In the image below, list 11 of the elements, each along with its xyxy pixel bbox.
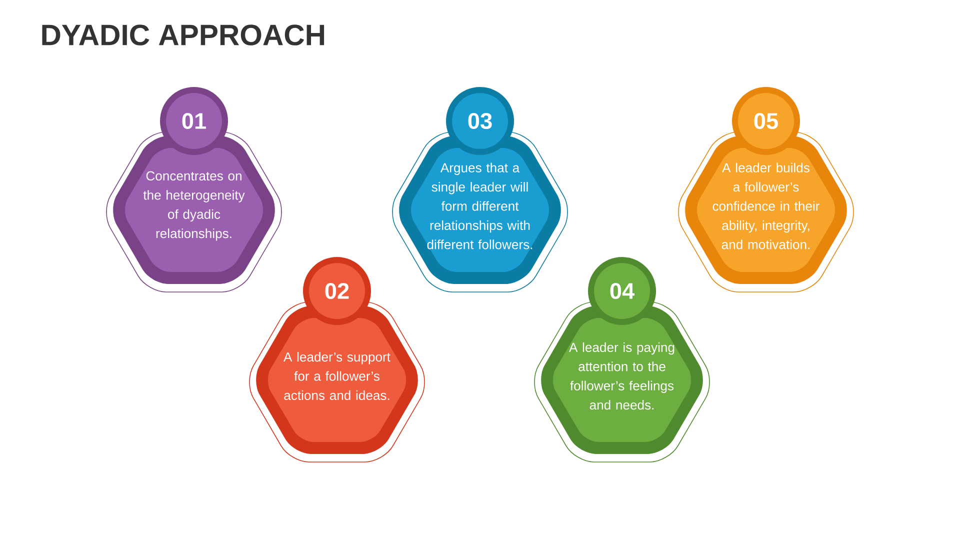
hexagon-card: A leader is paying attention to the follower’s feelings and needs. [534, 302, 710, 462]
hexagon-card: Concentrates on the heterogeneity of dyadic relationships. [106, 132, 282, 292]
number-badge: 04 [588, 257, 656, 325]
number-badge: 02 [303, 257, 371, 325]
hexagon-card: Argues that a single leader will form different relationships with different followers. [392, 132, 568, 292]
hexagon-card: A leader builds a follower’s confidence in their ability, integrity, and motivation. [678, 132, 854, 292]
hexagon-card: A leader’s support for a follower’s actions and ideas. [249, 302, 425, 462]
number-badge: 01 [160, 87, 228, 155]
title: DYADIC APPROACH [42, 24, 324, 46]
number-badge: 05 [732, 87, 800, 155]
number-badge: 03 [446, 87, 514, 155]
